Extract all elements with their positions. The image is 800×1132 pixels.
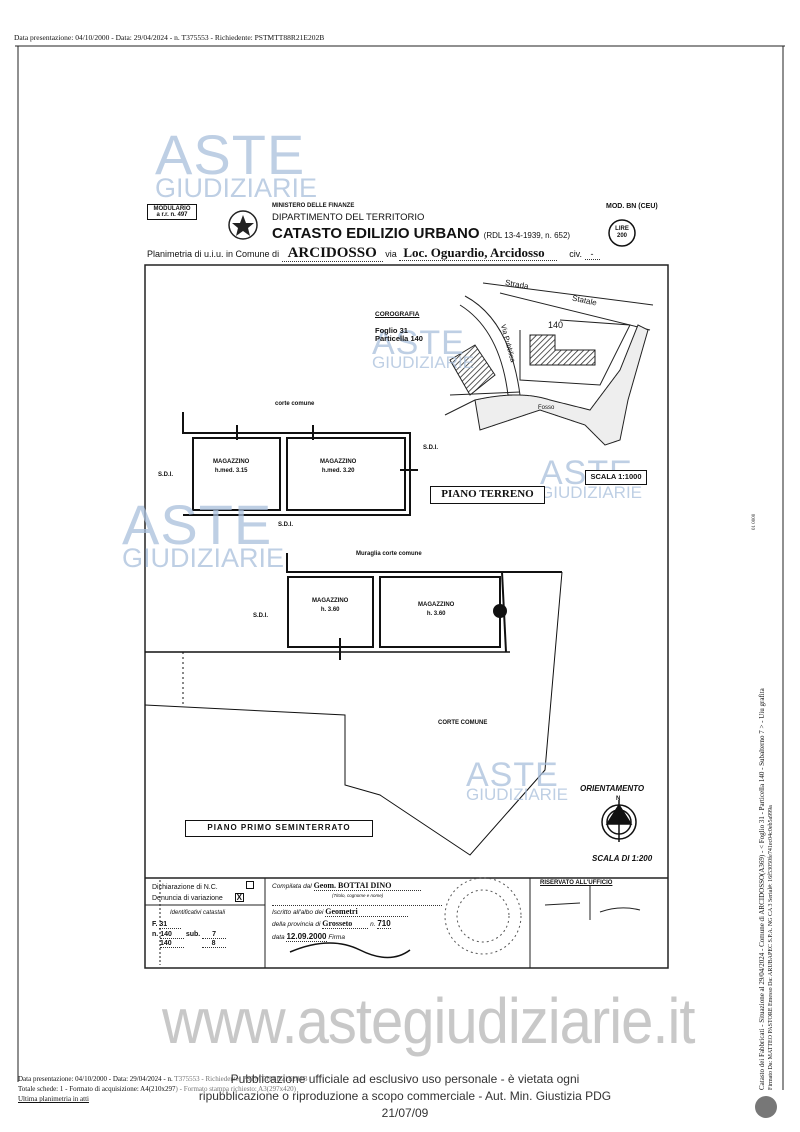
north-label: N bbox=[616, 796, 621, 802]
usage-notice: Pubblicazione ufficiale ad esclusivo uso… bbox=[175, 1071, 635, 1122]
sdi-label: S.D.I. bbox=[278, 522, 294, 528]
fosso-label: Fosso bbox=[538, 405, 555, 411]
lot-number: 140 bbox=[548, 320, 564, 330]
signature-info: Firmato Da: MATTEO PASTORE Emesso Da: AR… bbox=[768, 805, 774, 1090]
scale-1000: SCALA 1:1000 bbox=[585, 470, 647, 485]
emblem-icon bbox=[228, 210, 258, 240]
sdi-label: S.D.I. bbox=[158, 472, 174, 478]
plan-note: corte comune bbox=[275, 401, 315, 407]
nc-checkbox[interactable] bbox=[245, 881, 254, 889]
ident-title: Identificativi catastali bbox=[170, 910, 226, 916]
ident-values: F. 31 n. 140 sub. 7 140 8 bbox=[152, 920, 227, 949]
north-compass-icon bbox=[601, 800, 637, 842]
seal-icon bbox=[755, 1096, 777, 1118]
ministry-label: MINISTERO DELLE FINANZE bbox=[272, 203, 355, 209]
side-code: 01 0000 bbox=[752, 513, 757, 530]
orientation-label: ORIENTAMENTO bbox=[580, 784, 645, 793]
header-line: Data presentazione: 04/10/2000 - Data: 2… bbox=[14, 33, 325, 42]
ufficio-label: RISERVATO ALL'UFFICIO bbox=[540, 880, 613, 886]
yard-label: CORTE COMUNE bbox=[438, 720, 488, 726]
scale-200: SCALA DI 1:200 bbox=[592, 854, 653, 863]
plan-note: Muraglia corte comune bbox=[356, 551, 422, 557]
piano-seminterrato-label: PIANO PRIMO SEMINTERRATO bbox=[185, 820, 373, 837]
sdi-label: S.D.I. bbox=[253, 613, 269, 619]
watermark-site: www.astegiudiziarie.it bbox=[162, 985, 695, 1058]
corografia-title: COROGRAFIA bbox=[375, 311, 420, 318]
compiler-block: Compilata dal Geom. BOTTAI DINO (Titolo,… bbox=[272, 880, 442, 943]
form-title: CATASTO EDILIZIO URBANO (RDL 13-4-1939, … bbox=[272, 225, 571, 242]
model-label: MOD. BN (CEU) bbox=[606, 203, 658, 210]
declaration-block: Dichiarazione di N.C. Denuncia di variaz… bbox=[152, 881, 254, 904]
planimetria-line: Planimetria di u.i.u. in Comune di ARCID… bbox=[147, 245, 600, 262]
department-label: DIPARTIMENTO DEL TERRITORIO bbox=[272, 212, 425, 223]
piano-terreno-label: PIANO TERRENO bbox=[430, 486, 545, 504]
side-info: Catasto dei Fabbricati - Situazione al 2… bbox=[758, 688, 766, 1090]
sdi-label: S.D.I. bbox=[423, 445, 439, 451]
footer-lines: Data presentazione: 04/10/2000 - Data: 2… bbox=[18, 1075, 308, 1103]
variazione-checkbox[interactable]: X bbox=[234, 893, 244, 902]
